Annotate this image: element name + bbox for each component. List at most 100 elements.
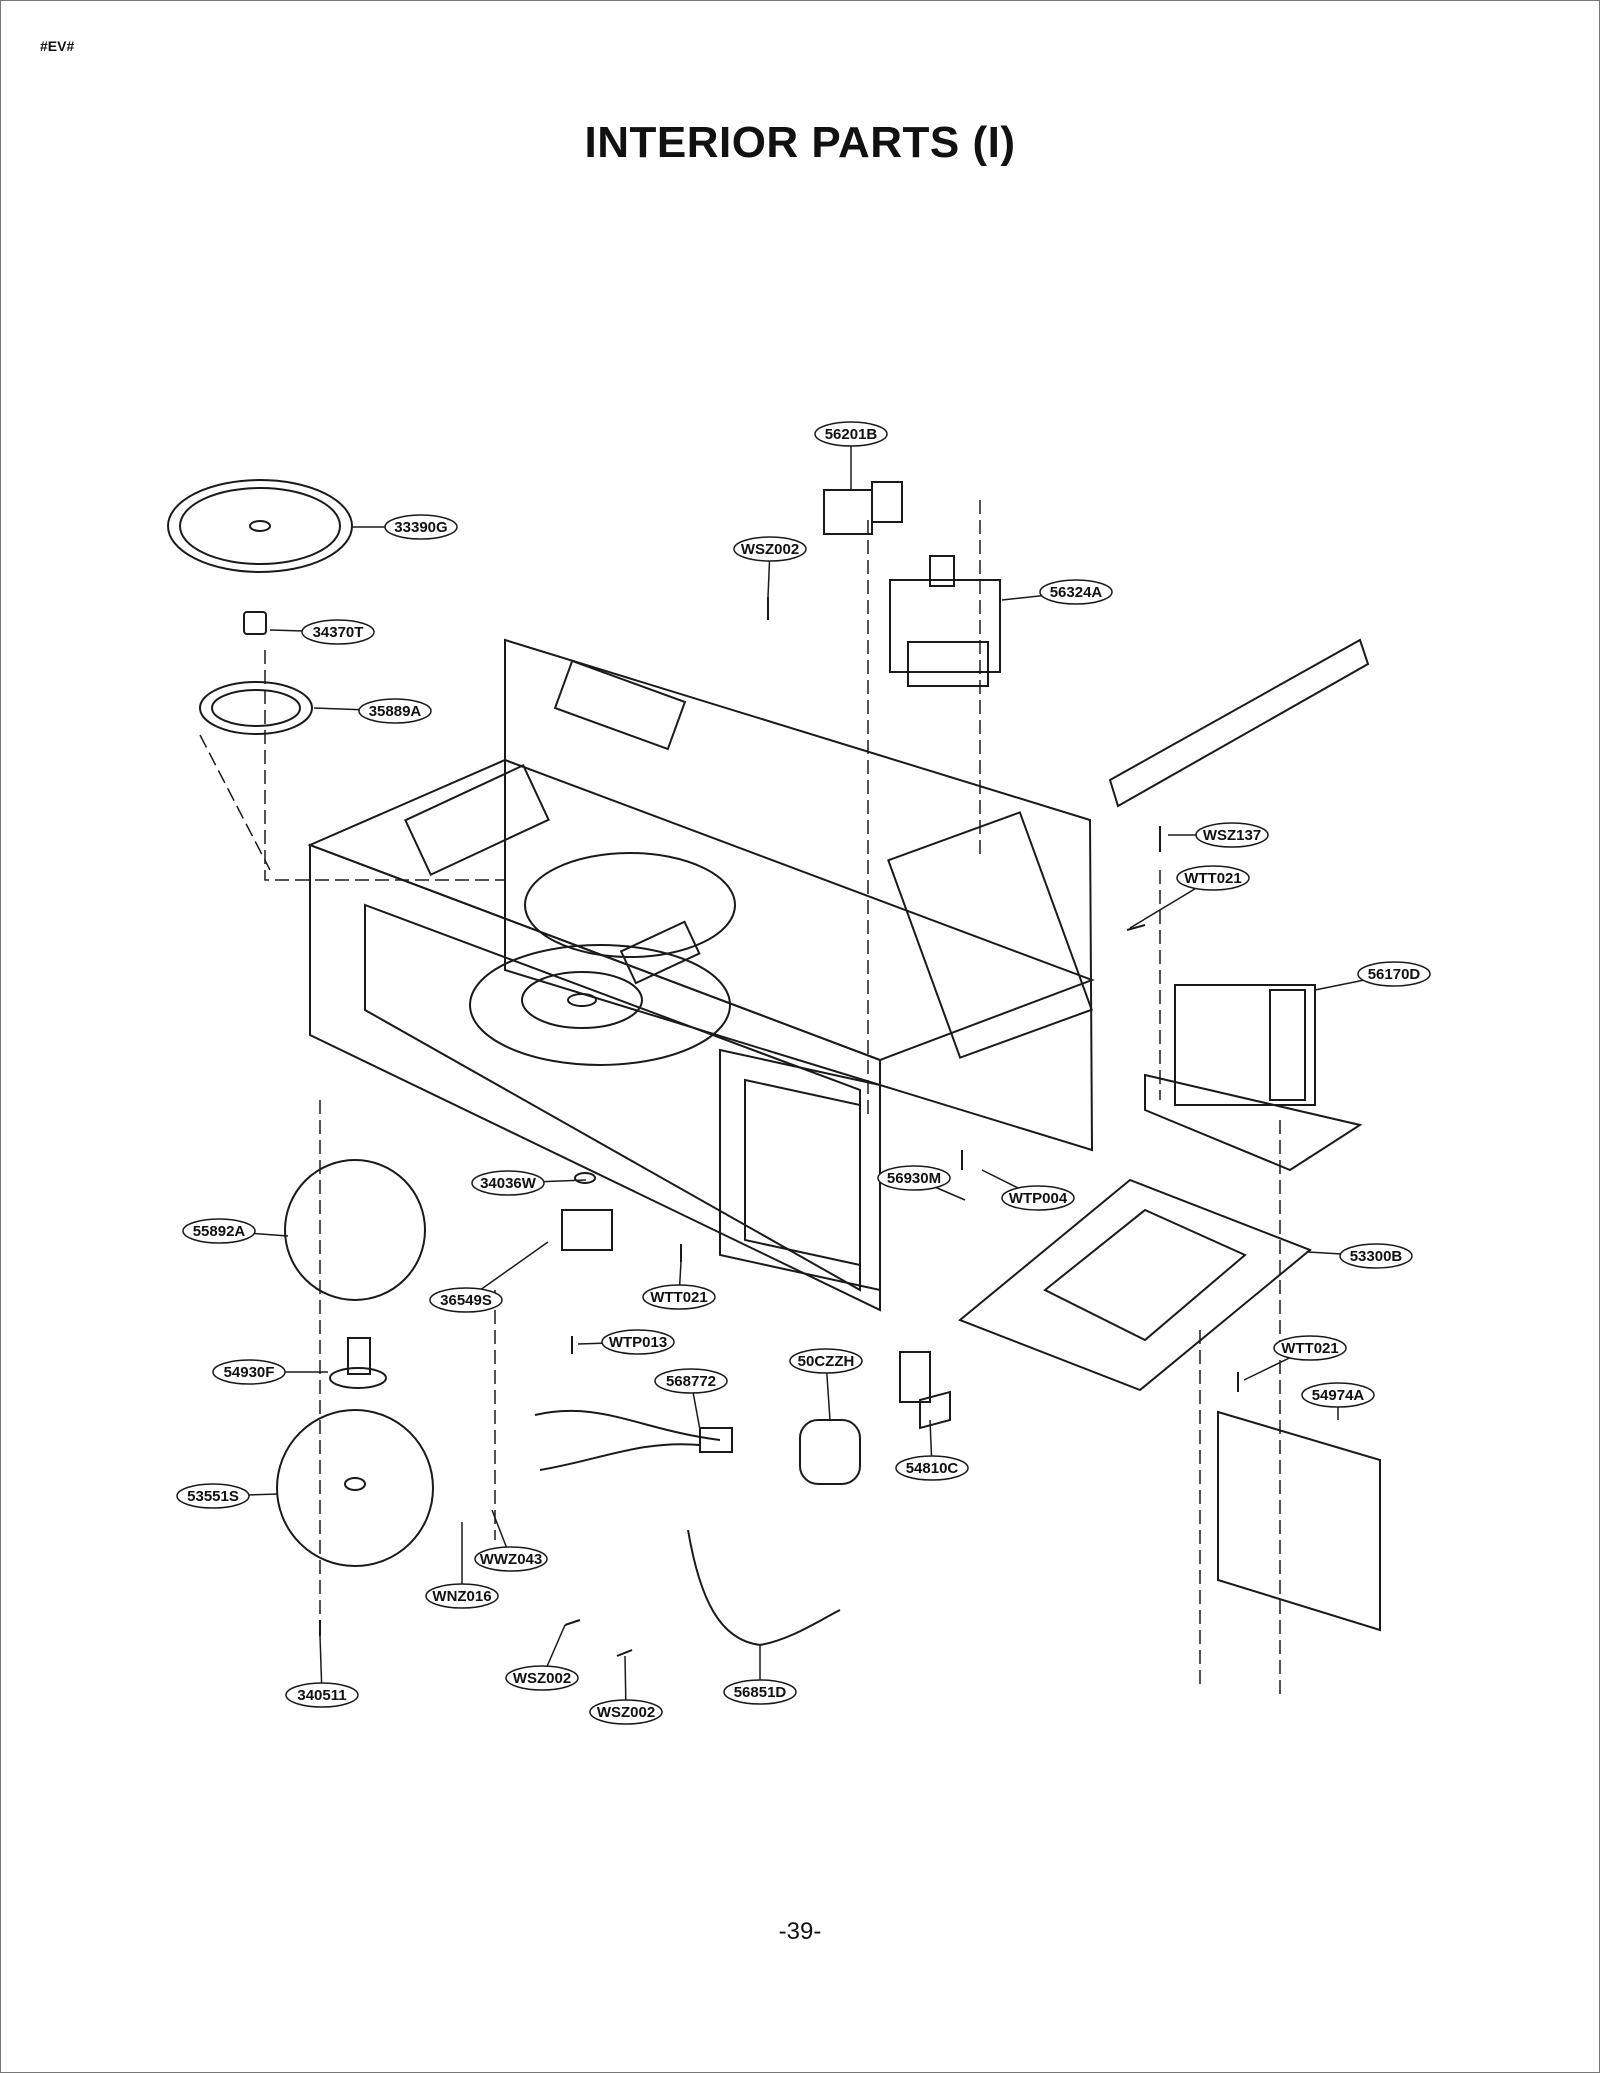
- cover-plate-drawing: [1217, 1410, 1381, 1632]
- callout-bubble: [1039, 579, 1113, 605]
- part-label-36549s: 36549S: [429, 1241, 549, 1313]
- relay-drawing: [823, 481, 903, 535]
- part-label-56201b: 56201B: [814, 421, 888, 490]
- callout-bubble: [723, 1679, 797, 1705]
- turntable-motor-drawing: [561, 1172, 613, 1251]
- part-label-wwz043: WWZ043: [474, 1509, 548, 1572]
- callout-bubble: [789, 1348, 863, 1374]
- callout-text: 53551S: [187, 1488, 239, 1505]
- callout-text: WSZ002: [741, 541, 799, 558]
- callout-bubble: [589, 1699, 663, 1725]
- callout-bubble: [384, 514, 458, 540]
- screws-drawing: [319, 597, 1239, 1657]
- callout-text: 50CZZH: [798, 1353, 855, 1370]
- callout-bubble: [642, 1284, 716, 1310]
- callout-text: 54974A: [1312, 1387, 1365, 1404]
- lead-wire-drawing: [687, 1529, 841, 1647]
- callout-bubble: [1176, 865, 1250, 891]
- page-title: INTERIOR PARTS (I): [584, 118, 1016, 167]
- callout-text: 56170D: [1368, 966, 1421, 983]
- callout-text: 56930M: [887, 1170, 941, 1187]
- callout-text: 36549S: [440, 1292, 492, 1309]
- document-code: #EV#: [40, 38, 75, 54]
- callout-text: WTT021: [1281, 1340, 1339, 1357]
- callout-text: WTT021: [650, 1289, 708, 1306]
- callout-bubble: [654, 1368, 728, 1394]
- part-label-56930m: 56930M: [877, 1165, 966, 1201]
- part-label-53551s: 53551S: [176, 1483, 279, 1509]
- callout-text: WSZ002: [513, 1670, 571, 1687]
- callout-text: WSZ137: [1203, 827, 1261, 844]
- callout-text: 56201B: [825, 426, 878, 443]
- callout-bubble: [601, 1329, 675, 1355]
- part-label-wsz002: WSZ002: [733, 536, 807, 598]
- callout-bubble: [358, 698, 432, 724]
- callout-text: WNZ016: [432, 1588, 491, 1605]
- callout-bubble: [505, 1665, 579, 1691]
- callout-text: WTT021: [1184, 870, 1242, 887]
- part-label-568772: 568772: [654, 1368, 728, 1431]
- part-label-54974a: 54974A: [1301, 1382, 1375, 1420]
- transformer-drawing: [1144, 984, 1363, 1172]
- callout-bubble: [212, 1359, 286, 1385]
- callout-bubble: [1273, 1335, 1347, 1361]
- callout-bubble: [895, 1455, 969, 1481]
- callout-bubble: [429, 1287, 503, 1313]
- callout-bubble: [1301, 1382, 1375, 1408]
- mounting-rail-drawing: [1108, 638, 1370, 808]
- callout-text: 33390G: [394, 519, 447, 536]
- front-frame-drawing: [719, 1048, 881, 1292]
- callout-text: 34036W: [480, 1175, 537, 1192]
- part-label-wsz002: WSZ002: [505, 1624, 579, 1691]
- callout-bubble: [301, 619, 375, 645]
- callout-text: WWZ043: [480, 1551, 543, 1568]
- part-label-54930f: 54930F: [212, 1359, 328, 1385]
- callout-bubble: [877, 1165, 951, 1191]
- callout-text: 35889A: [369, 703, 422, 720]
- part-label-wtt021: WTT021: [1129, 865, 1250, 929]
- callout-text: 54930F: [224, 1364, 275, 1381]
- callout-bubble: [176, 1483, 250, 1509]
- callout-text: 56324A: [1050, 584, 1103, 601]
- callout-text: WSZ002: [597, 1704, 655, 1721]
- callout-text: 340511: [297, 1687, 346, 1704]
- callout-bubble: [814, 421, 888, 447]
- part-label-56851d: 56851D: [723, 1645, 797, 1705]
- callout-bubble: [474, 1546, 548, 1572]
- part-label-56324a: 56324A: [1001, 579, 1113, 605]
- callout-bubble: [285, 1682, 359, 1708]
- cavity-drawing: [307, 638, 1095, 1312]
- callout-bubble: [1357, 961, 1431, 987]
- part-label-wtp013: WTP013: [577, 1329, 675, 1355]
- callout-text: 568772: [666, 1373, 716, 1390]
- callout-bubble: [1339, 1243, 1413, 1269]
- callout-text: WTP013: [609, 1334, 667, 1351]
- callout-text: WTP004: [1009, 1190, 1068, 1207]
- part-label-340511: 340511: [285, 1635, 359, 1708]
- part-label-wtp004: WTP004: [981, 1169, 1075, 1211]
- part-label-wtt021: WTT021: [1243, 1335, 1347, 1381]
- callout-bubble: [733, 536, 807, 562]
- magnetron-drawing: [889, 555, 1001, 687]
- part-label-wnz016: WNZ016: [425, 1522, 499, 1609]
- part-label-34370t: 34370T: [269, 619, 375, 645]
- part-label-wsz137: WSZ137: [1168, 822, 1269, 848]
- base-plate-drawing: [958, 1178, 1312, 1392]
- callout-text: 56851D: [734, 1684, 787, 1701]
- callout-text: 55892A: [193, 1223, 246, 1240]
- callout-text: 53300B: [1350, 1248, 1403, 1265]
- part-label-35889a: 35889A: [313, 698, 432, 724]
- part-label-55892a: 55892A: [182, 1218, 289, 1244]
- page-number: -39-: [778, 1918, 822, 1945]
- part-label-wsz002: WSZ002: [589, 1655, 663, 1725]
- callout-bubble: [1001, 1185, 1075, 1211]
- part-label-34036w: 34036W: [471, 1170, 587, 1196]
- part-label-54810c: 54810C: [895, 1419, 969, 1481]
- callout-bubble: [425, 1583, 499, 1609]
- roller-ring-drawing: [199, 611, 313, 735]
- callout-bubble: [182, 1218, 256, 1244]
- glass-tray-drawing: [167, 479, 353, 573]
- part-label-50czzh: 50CZZH: [789, 1348, 863, 1421]
